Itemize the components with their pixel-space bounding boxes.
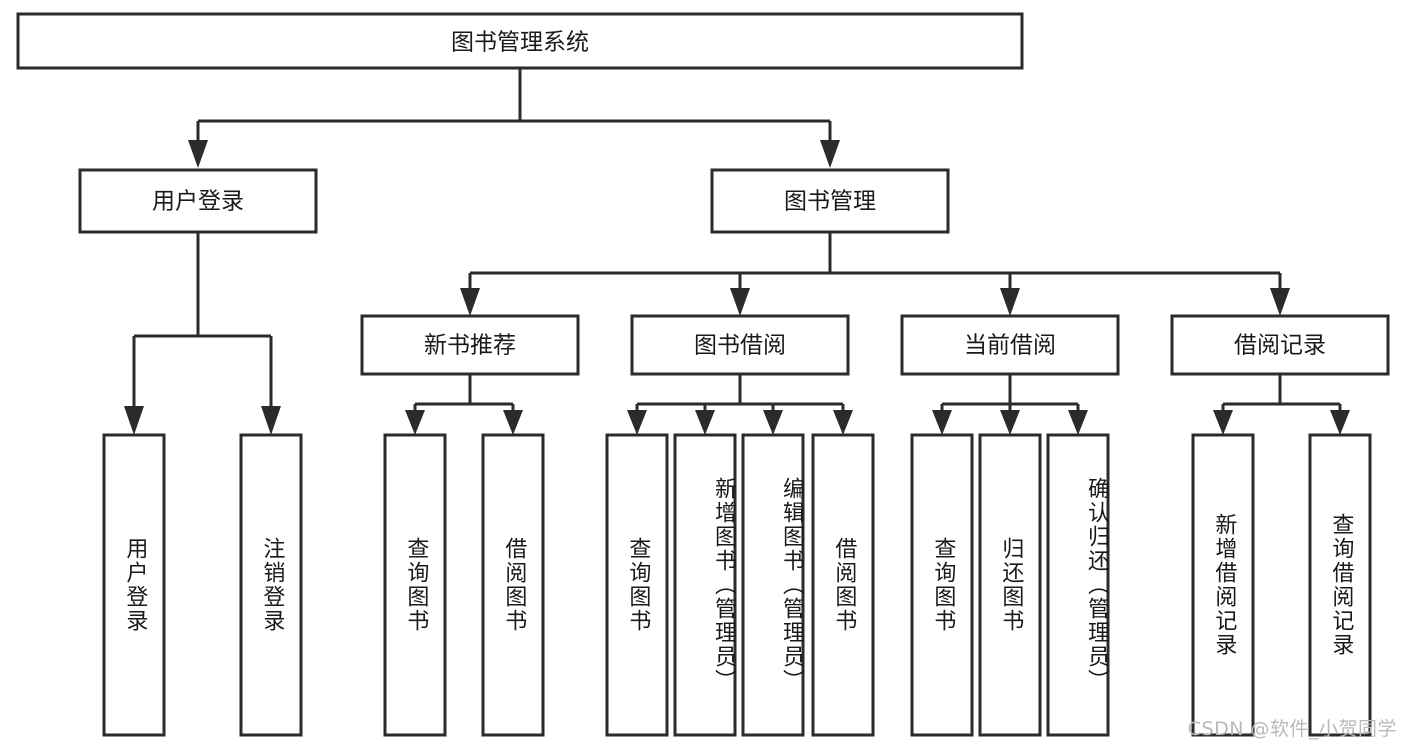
arrow-head-leaf-new-book-1 bbox=[405, 410, 425, 435]
node-user-login-label: 用户登录 bbox=[152, 189, 244, 215]
leaf-rect-currentborrow-return[interactable] bbox=[978, 433, 1042, 737]
node-borrow-record-label: 借阅记录 bbox=[1234, 333, 1326, 359]
arrow-head-leaf-current-borrow-1 bbox=[932, 410, 952, 435]
node-new-book-recommend-rect[interactable] bbox=[360, 314, 580, 376]
node-current-borrow-label: 当前借阅 bbox=[964, 333, 1056, 359]
node-user-login[interactable]: 用户登录 bbox=[78, 168, 318, 234]
leaf-rect-currentborrow-confirm[interactable] bbox=[1046, 433, 1110, 737]
leaf-rect-newbook-borrow[interactable] bbox=[481, 433, 545, 737]
arrow-head-leaf-book-borrow-2 bbox=[695, 410, 715, 435]
leaf-rect-borrowrecord-add[interactable] bbox=[1191, 433, 1255, 737]
arrow-head-leaf-new-book-2 bbox=[503, 410, 523, 435]
arrow-head-leaf-current-borrow-2 bbox=[1000, 410, 1020, 435]
arrow-head-leaf-borrow-record-1 bbox=[1213, 410, 1233, 435]
node-borrow-record-rect[interactable] bbox=[1170, 314, 1390, 376]
arrow-head-book-mgmt bbox=[820, 140, 840, 168]
arrow-head-leaf-current-borrow-3 bbox=[1068, 410, 1088, 435]
arrow-head-book-borrow bbox=[730, 288, 750, 316]
node-book-borrow[interactable]: 图书借阅 bbox=[630, 314, 850, 376]
node-book-borrow-rect[interactable] bbox=[630, 314, 850, 376]
arrow-head-new-book-recommend bbox=[460, 288, 480, 316]
arrow-head-leaf-user-login-2 bbox=[261, 406, 281, 435]
node-book-management-label: 图书管理 bbox=[784, 189, 876, 215]
arrow-head-leaf-book-borrow-3 bbox=[763, 410, 783, 435]
arrow-head-user-login bbox=[188, 140, 208, 168]
node-root[interactable]: 图书管理系统 bbox=[16, 12, 1024, 70]
leaf-rect-newbook-query[interactable] bbox=[383, 433, 447, 737]
node-borrow-record[interactable]: 借阅记录 bbox=[1170, 314, 1390, 376]
arrow-head-leaf-book-borrow-4 bbox=[833, 410, 853, 435]
leaf-rect-bookborrow-borrow[interactable] bbox=[811, 433, 875, 737]
node-current-borrow-rect[interactable] bbox=[900, 314, 1120, 376]
leaf-rect-bookborrow-edit[interactable] bbox=[741, 433, 805, 737]
node-root-label: 图书管理系统 bbox=[451, 30, 589, 56]
node-book-management[interactable]: 图书管理 bbox=[710, 168, 950, 234]
node-root-rect[interactable] bbox=[16, 12, 1024, 70]
leaf-rect-user-login-login[interactable] bbox=[102, 433, 166, 737]
csdn-watermark: CSDN @软件_小贺同学 bbox=[1187, 718, 1397, 740]
node-book-borrow-label: 图书借阅 bbox=[694, 333, 786, 359]
arrow-head-leaf-borrow-record-2 bbox=[1330, 410, 1350, 435]
arrow-head-borrow-record bbox=[1270, 288, 1290, 316]
arrow-head-current-borrow bbox=[1000, 288, 1020, 316]
node-book-management-rect[interactable] bbox=[710, 168, 950, 234]
leaf-rect-user-login-logout[interactable] bbox=[239, 433, 303, 737]
node-new-book-recommend[interactable]: 新书推荐 bbox=[360, 314, 580, 376]
arrow-head-leaf-user-login-1 bbox=[124, 406, 144, 435]
leaf-rect-bookborrow-add[interactable] bbox=[673, 433, 737, 737]
arrow-head-leaf-book-borrow-1 bbox=[627, 410, 647, 435]
leaf-rect-currentborrow-query[interactable] bbox=[910, 433, 974, 737]
leaf-rect-bookborrow-query[interactable] bbox=[605, 433, 669, 737]
node-current-borrow[interactable]: 当前借阅 bbox=[900, 314, 1120, 376]
leaf-rect-borrowrecord-query[interactable] bbox=[1308, 433, 1372, 737]
node-new-book-recommend-label: 新书推荐 bbox=[424, 333, 516, 359]
